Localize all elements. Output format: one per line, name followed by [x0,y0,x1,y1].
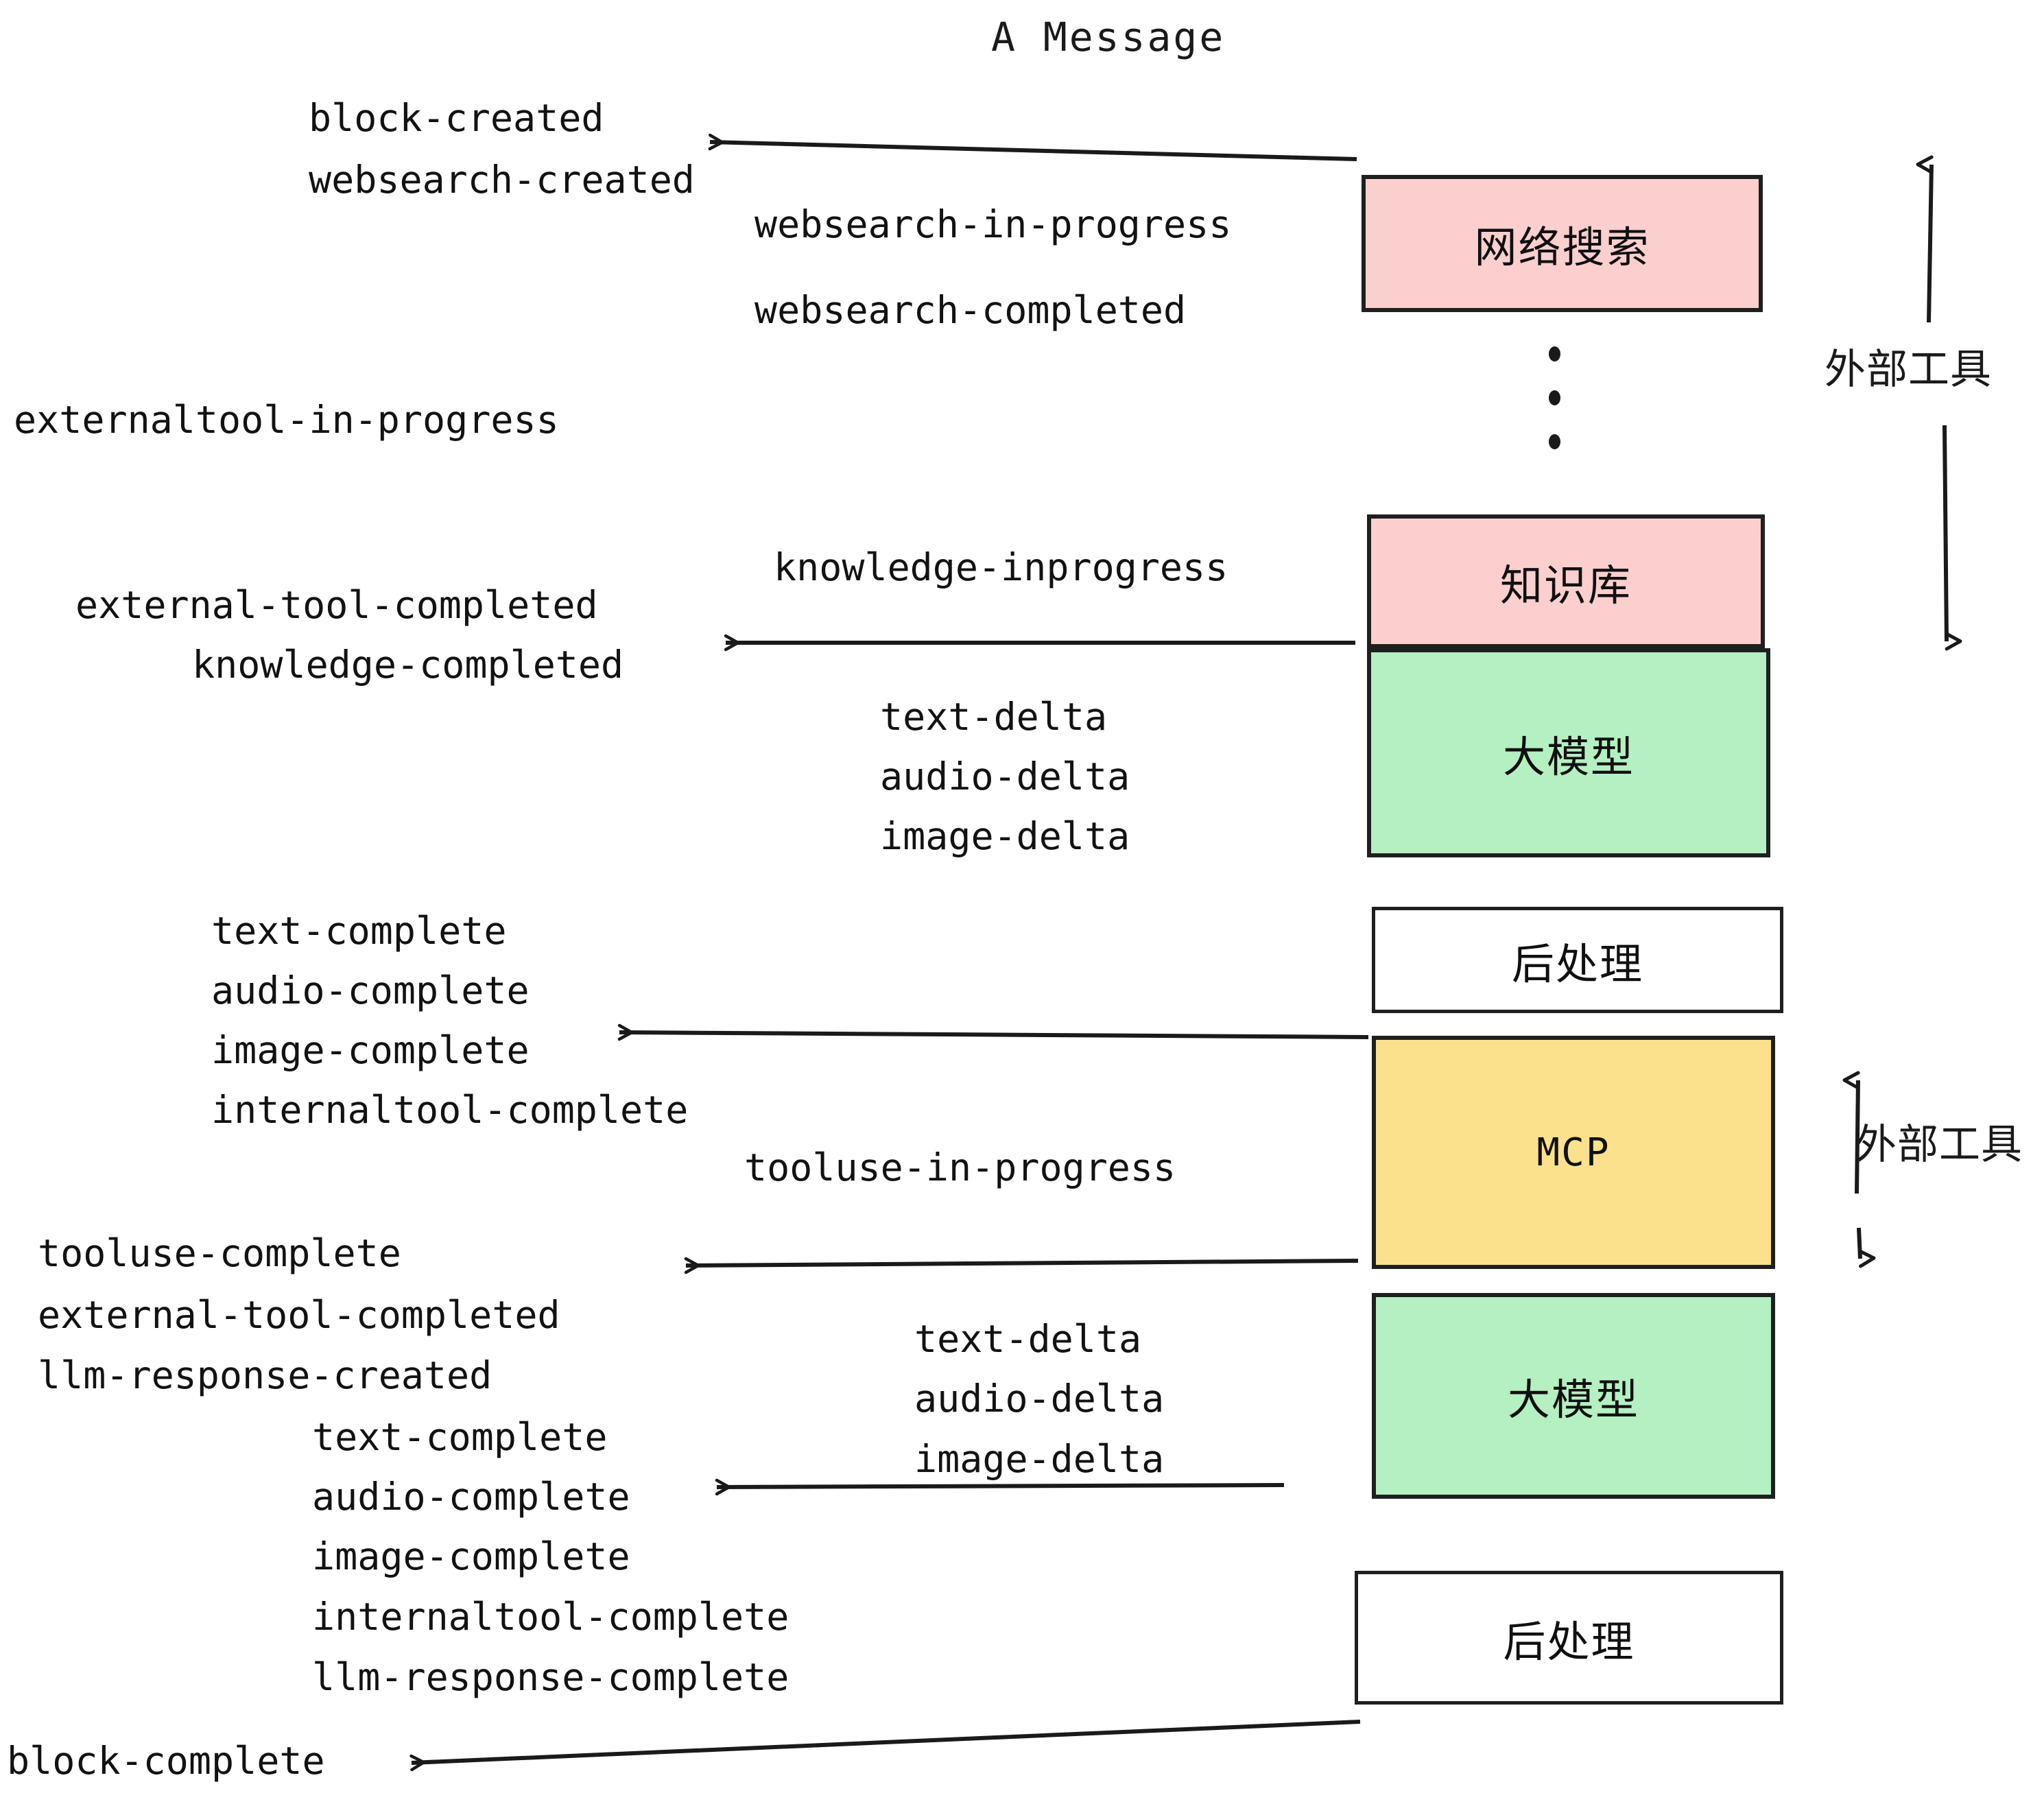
box-knowledge-label: 知识库 [1499,560,1632,610]
box-websearch-label: 网络搜索 [1474,222,1650,272]
box-knowledge[interactable]: 知识库 [1367,514,1765,648]
event-internaltool-complete-1: internaltool-complete [211,1088,689,1132]
box-llm-1[interactable]: 大模型 [1367,648,1770,857]
event-llm-response-created: llm-response-created [38,1353,492,1397]
box-postprocessing-1[interactable]: 后处理 [1372,907,1783,1013]
ellipsis-dot [1549,346,1560,361]
ellipsis-dot [1549,434,1560,449]
annotation-external-tools-top: 外部工具 [1825,346,1992,394]
event-knowledge-completed: knowledge-completed [192,643,624,687]
box-llm-2[interactable]: 大模型 [1372,1293,1775,1499]
event-text-complete-1: text-complete [211,909,507,953]
event-tooluse-complete: tooluse-complete [38,1231,401,1275]
event-image-delta-1: image-delta [880,814,1130,858]
event-llm-response-complete: llm-response-complete [312,1655,789,1699]
event-externaltool-in-progress: externaltool-in-progress [14,398,559,442]
box-llm-1-label: 大模型 [1502,731,1635,782]
event-image-complete-2: image-complete [312,1534,630,1578]
arrow-llm2-to-audio-complete [715,1478,1285,1496]
event-internaltool-complete-2: internaltool-complete [312,1595,789,1639]
event-image-complete-1: image-complete [211,1028,530,1072]
page-title: A Message [991,14,1226,60]
box-websearch[interactable]: 网络搜索 [1362,175,1763,312]
box-postprocessing-2-label: 后处理 [1503,1616,1635,1667]
arrow-postproc2-to-block-complete [409,1720,1361,1772]
arrow-websearch-to-block-created [708,133,1357,161]
box-mcp[interactable]: MCP [1372,1036,1775,1269]
event-audio-delta-2: audio-delta [914,1377,1165,1421]
arrow-external-tools-top-up [1916,155,1934,323]
event-text-delta-1: text-delta [880,695,1108,739]
arrow-postproc1-to-image-complete [617,1023,1369,1041]
event-text-delta-2: text-delta [914,1317,1142,1361]
ellipsis-dot [1549,390,1560,405]
event-block-created: block-created [309,96,604,140]
vertical-ellipsis [1549,346,1560,449]
arrow-external-tools-bottom-down [1857,1227,1876,1268]
event-websearch-in-progress: websearch-in-progress [754,202,1232,246]
arrow-external-tools-top-down [1942,425,1962,651]
event-external-tool-completed-1: external-tool-completed [75,583,598,627]
event-image-delta-2: image-delta [914,1437,1165,1481]
event-websearch-completed: websearch-completed [754,288,1187,332]
event-audio-complete-2: audio-complete [312,1475,630,1519]
event-external-tool-completed-2: external-tool-completed [38,1293,560,1337]
arrow-mcp-to-tooluse-complete [684,1257,1359,1274]
event-audio-delta-1: audio-delta [880,755,1130,798]
event-websearch-created: websearch-created [309,158,695,202]
box-postprocessing-2[interactable]: 后处理 [1355,1571,1783,1705]
event-knowledge-inprogress: knowledge-inprogress [774,545,1228,589]
box-llm-2-label: 大模型 [1507,1375,1639,1425]
event-tooluse-in-progress: tooluse-in-progress [744,1146,1176,1189]
annotation-external-tools-bottom: 外部工具 [1855,1121,2023,1169]
event-audio-complete-1: audio-complete [211,969,530,1012]
box-mcp-label: MCP [1536,1130,1611,1175]
box-postprocessing-1-label: 后处理 [1511,938,1643,989]
event-text-complete-2: text-complete [312,1415,608,1459]
event-block-complete: block-complete [7,1739,325,1783]
